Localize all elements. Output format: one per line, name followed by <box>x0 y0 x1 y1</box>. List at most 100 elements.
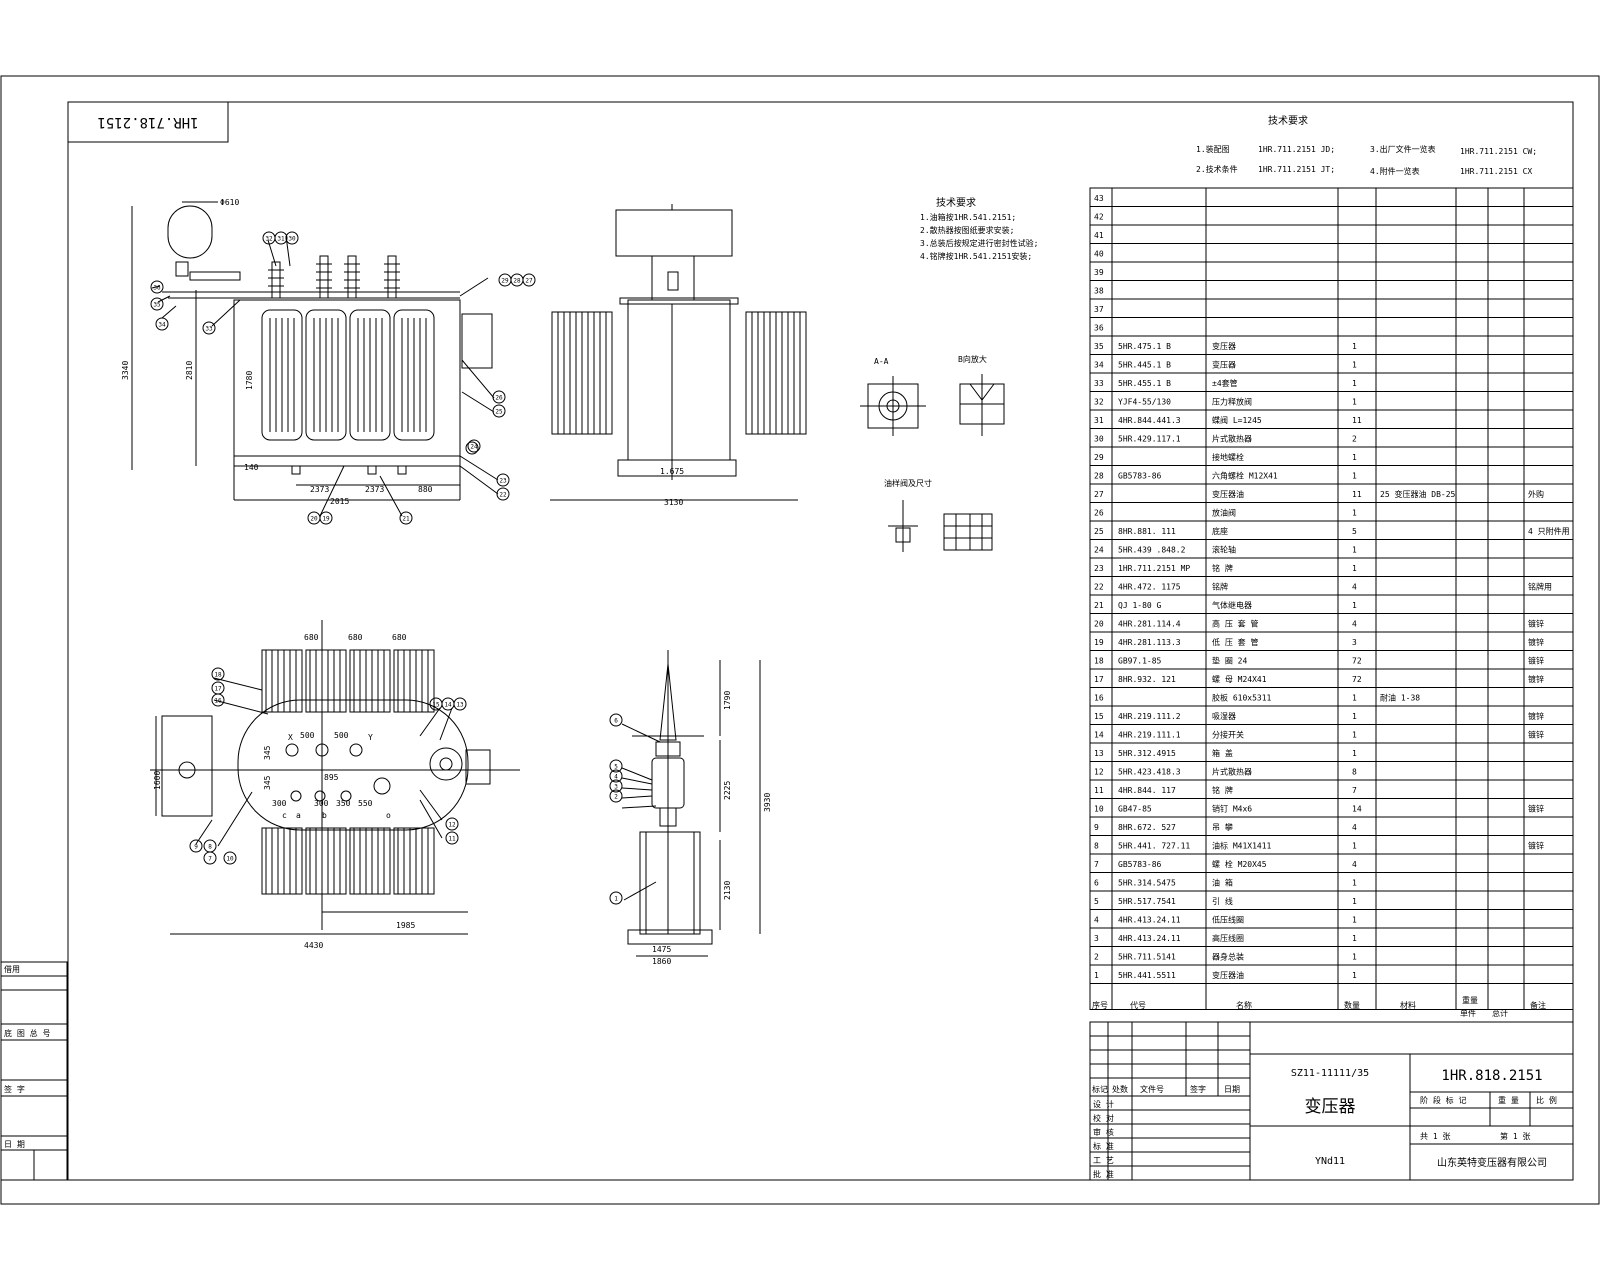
balloon-number: 11 <box>448 836 456 843</box>
balloon-number: 33 <box>205 326 213 333</box>
bom-row-no: 37 <box>1094 305 1104 314</box>
bom-row-name: 器身总装 <box>1212 952 1244 962</box>
bom-row-no: 35 <box>1094 342 1104 351</box>
bom-row-code: GB5783-86 <box>1118 472 1162 481</box>
bom-row-qty: 4 <box>1352 860 1357 869</box>
dim-bushing-1860: 1860 <box>652 957 671 966</box>
tb-role-standard: 标 准 <box>1093 1141 1114 1151</box>
balloon-number: 16 <box>214 698 222 705</box>
bom-row-name: 蝶阀 L=1245 <box>1212 415 1262 425</box>
balloon-callout <box>319 511 333 525</box>
balloon-callout <box>496 487 510 501</box>
dim-plan-1985: 1985 <box>396 921 415 930</box>
dim-wheel-2: 2373 <box>365 485 384 494</box>
dim-plan-345-1: 345 <box>263 745 272 760</box>
balloon-number: 14 <box>444 702 452 709</box>
balloon-number: 17 <box>214 686 222 693</box>
dim-wheel-1: 2373 <box>310 485 329 494</box>
dim-bushing-1475: 1475 <box>652 945 671 954</box>
dim-height-tank: 2810 <box>185 361 194 380</box>
tb-model: SZ11-11111/35 <box>1291 1068 1369 1079</box>
bom-row-note: 4 只附件用 <box>1528 526 1570 536</box>
bom-row-name: 高压线圈 <box>1212 933 1244 943</box>
balloon-callout <box>203 851 217 865</box>
balloon-number: 28 <box>513 278 521 285</box>
bom-row-no: 23 <box>1094 564 1104 573</box>
balloon-number: 20 <box>310 516 318 523</box>
bom-row-code: 4HR.219.111.1 <box>1118 731 1181 740</box>
tech-label-2: 2.技术条件 <box>1196 164 1238 174</box>
bom-row-note: 镀锌 <box>1528 637 1544 647</box>
notes-heading: 技术要求 <box>936 196 976 209</box>
bom-row-no: 10 <box>1094 805 1104 814</box>
bom-row-qty: 1 <box>1352 897 1357 906</box>
bom-row-name: 油标 M41X1411 <box>1212 841 1272 851</box>
bom-row-name: 变压器 <box>1212 360 1236 370</box>
balloon-callout <box>609 713 623 727</box>
tech-heading: 技术要求 <box>1268 114 1308 127</box>
bom-row-qty: 1 <box>1352 379 1357 388</box>
dim-plan-895: 895 <box>324 773 339 782</box>
bom-row-name: 压力释放阀 <box>1212 397 1252 407</box>
dim-bushing-1790: 1790 <box>723 691 732 710</box>
bushing-detail: 1790 2225 3930 2130 1475 1860 <box>621 650 772 966</box>
bom-row-material: 25 变压器油 DB-25 <box>1380 489 1456 499</box>
bom-row-code: 5HR.314.5475 <box>1118 879 1176 888</box>
tech-code-4: 1HR.711.2151 CX <box>1460 167 1532 176</box>
bom-row-code: 5HR.441.5511 <box>1118 971 1176 980</box>
notes-block: 技术要求 1.油箱按1HR.541.2151; 2.散热器按图纸要求安装; 3.… <box>920 196 1038 261</box>
plan-label-a: a <box>296 811 301 820</box>
bom-row-code: 5HR.445.1 B <box>1118 361 1171 370</box>
tb-role-check: 校 对 <box>1093 1113 1114 1123</box>
balloon-number: 7 <box>208 856 212 863</box>
balloon-number: 31 <box>277 236 285 243</box>
bom-row-material: 耐油 1-38 <box>1380 693 1420 703</box>
bom-row-name: 底座 <box>1212 526 1228 536</box>
balloon-callout <box>609 779 623 793</box>
bom-row-note: 镀锌 <box>1528 841 1544 851</box>
plan-conservator <box>161 715 213 817</box>
balloon-number: 5 <box>614 764 618 771</box>
note-1: 1.油箱按1HR.541.2151; <box>920 212 1016 222</box>
bom-row-no: 41 <box>1094 231 1104 240</box>
balloon-callout <box>609 789 623 803</box>
strip-label-base-no: 底 图 总 号 <box>4 1028 50 1038</box>
title-block: 标记 处数 文件号 签字 日期 设 计 校 对 审 核 标 准 工 艺 批 准 … <box>1089 1021 1574 1181</box>
balloon-number: 36 <box>153 285 161 292</box>
bom-row-qty: 7 <box>1352 786 1357 795</box>
bom-row-code: 5HR.517.7541 <box>1118 897 1176 906</box>
corrugated-panels <box>261 309 435 441</box>
bom-row-name: 铭牌 <box>1212 582 1228 592</box>
bom-row-note: 镀锌 <box>1528 711 1544 721</box>
bom-row-no: 38 <box>1094 287 1104 296</box>
bom-row-no: 12 <box>1094 768 1104 777</box>
bom-row-qty: 4 <box>1352 620 1357 629</box>
tb-sheet-total: 共 1 张 <box>1420 1132 1450 1141</box>
bom-row-qty: 1 <box>1352 749 1357 758</box>
plan-tank-outline <box>237 699 469 831</box>
bom-row-no: 29 <box>1094 453 1104 462</box>
balloon-callout <box>492 404 506 418</box>
note-2: 2.散热器按图纸要求安装; <box>920 225 1014 235</box>
bom-row-no: 13 <box>1094 749 1104 758</box>
balloon-callout <box>445 831 459 845</box>
left-strip: 借用 底 图 总 号 签 字 日 期 <box>0 961 68 1181</box>
bom-row-no: 27 <box>1094 490 1104 499</box>
stamp-number: 1HR.718.2151 <box>97 114 198 130</box>
tech-code-3: 1HR.711.2151 CW; <box>1460 147 1537 156</box>
bom-row-name: 引 线 <box>1212 896 1233 906</box>
tb-company: 山东英特变压器有限公司 <box>1437 1156 1547 1169</box>
bom-row-qty: 1 <box>1352 694 1357 703</box>
tech-label-3: 3.出厂文件一览表 <box>1370 144 1436 154</box>
bom-row-name: 六角螺栓 M12X41 <box>1212 471 1278 481</box>
tb-header-file: 文件号 <box>1140 1084 1164 1094</box>
dim-conservator-dia: Φ610 <box>220 198 239 207</box>
tb-drawing-number: 1HR.818.2151 <box>1441 1068 1542 1084</box>
bom-row-no: 19 <box>1094 638 1104 647</box>
bom-row-code: 4HR.844. 117 <box>1118 786 1176 795</box>
bom-row-no: 18 <box>1094 657 1104 666</box>
bom-row-qty: 14 <box>1352 805 1362 814</box>
balloon-number: 34 <box>158 322 166 329</box>
bom-row-no: 15 <box>1094 712 1104 721</box>
